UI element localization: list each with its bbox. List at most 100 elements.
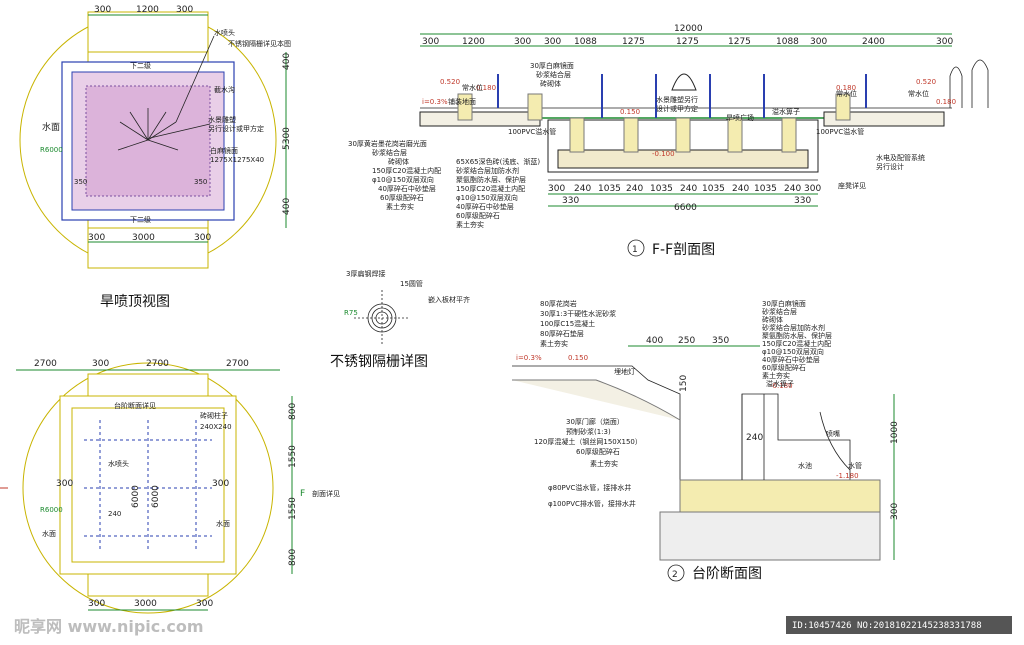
ff-lvl-6: 0.180 (936, 98, 956, 106)
ff-mid-0: 65X65深色砖(浅底、渐蓝) (456, 157, 540, 166)
step-nl-3: 80厚碎石垫层 (540, 329, 584, 338)
sculpture-icon (671, 73, 697, 91)
plan-dim-6000-a: 6000 (131, 485, 141, 508)
note-5: 另行设计或甲方定 (208, 124, 264, 133)
label-water: 水面 (42, 121, 60, 133)
ff-dim-t9: 300 (810, 37, 827, 47)
step-nm-0: 30厚门廊（烧面） (566, 417, 624, 426)
plan-label-column: 砖砌柱子 (200, 411, 228, 420)
note-2: 不锈钢隔栅详见本图 (228, 39, 291, 48)
step-nr-1: 砂浆结合层 (762, 307, 797, 316)
plan-label-section: 剖面详见 (312, 489, 340, 498)
step-nr-7: 40厚碎石中砂垫层 (762, 355, 820, 364)
ff-lvl-4: 0.180 (836, 84, 856, 92)
ff-mid-3: 150厚C20混凝土内配 (456, 184, 525, 193)
ff-left-0: 30厚黄岩墨花岗岩磨光面 (348, 139, 427, 148)
ff-top-1: 砂浆结合层 (536, 70, 571, 79)
plan-grid (84, 420, 212, 550)
plan-dim-300-l: 300 (56, 479, 73, 489)
dim-bottom-2: 3000 (132, 233, 155, 243)
step-lvl-1: -0.180 (770, 382, 793, 390)
ff-left-6: 60厚级配碎石 (380, 193, 424, 202)
step-nr-2: 砖砌体 (762, 315, 783, 324)
ff-lbl-2: 常水位 (908, 89, 929, 98)
step-lbl-3: 水池 (798, 461, 812, 470)
ff-lbl-1: 常水位 (836, 89, 857, 98)
ff-db3: 240 (626, 184, 643, 194)
top-view-top-band (87, 11, 209, 53)
ff-left-1: 砂浆结合层 (372, 148, 407, 157)
watermark: 昵享网 www.nipic.com (14, 617, 204, 636)
step-dim-t2: 350 (712, 336, 729, 346)
plan-dim-6000-b: 6000 (151, 485, 161, 508)
plan-label-step: 台阶断面详见 (114, 401, 156, 410)
ff-db1: 240 (574, 184, 591, 194)
dim-right-1: 400 (282, 53, 292, 70)
ff-lvl-2: 0.150 (620, 108, 640, 116)
ff-db0: 300 (548, 184, 565, 194)
dim-top-2: 1200 (136, 5, 159, 15)
ff-lbl-3: 溢水箅子 (772, 107, 800, 116)
ff-index-circle (627, 239, 645, 257)
plan-square-inner (71, 407, 225, 563)
ff-lvl-3: -0.100 (652, 150, 675, 158)
plan-label-radius: R6000 (40, 506, 63, 514)
step-dim-240: 240 (746, 433, 763, 443)
plan-dim-right-1: 800 (288, 403, 298, 420)
ff-lvl-0: 0.520 (440, 78, 460, 86)
grille-title: 不锈钢隔栅详图 (330, 354, 428, 370)
step-nr-8: 60厚级配碎石 (762, 363, 806, 372)
label-350-left: 350 (74, 178, 87, 186)
ff-left-7: 素土夯实 (386, 202, 414, 211)
step-dim-t0: 400 (646, 336, 663, 346)
step-index: 2 (672, 570, 678, 580)
ff-dim-t10: 2400 (862, 37, 885, 47)
ff-mid-1: 砂浆结合层加防水剂 (456, 166, 519, 175)
step-lbl-2: 喷嘴 (826, 429, 840, 438)
plan-label-water-left: 水面 (42, 529, 56, 538)
section-ff: 12000 300 1200 300 300 1088 1275 1275 12… (348, 24, 989, 258)
ff-dim-t6: 1275 (676, 37, 699, 47)
step-lbl-0: 埋地灯 (614, 367, 635, 376)
plan-view: 2700 300 2700 2700 800 1550 1550 800 600… (0, 359, 340, 614)
section-step: i=0.3% 0.150 -0.180 -1.180 400 250 350 1… (512, 299, 900, 582)
ff-lbl-10: 100PVC溢水管 (508, 127, 556, 136)
ff-lbl-11: 100PVC溢水管 (816, 127, 864, 136)
plan-label-water-right: 水面 (216, 519, 230, 528)
plan-label-240: 240 (108, 510, 121, 518)
label-radius: R6000 (40, 146, 63, 154)
ff-dim-t8: 1088 (776, 37, 799, 47)
ff-slope: i=0.3% (422, 98, 448, 106)
step-lvl-0: 0.150 (568, 354, 588, 362)
plan-dim-bottom-2: 3000 (134, 599, 157, 609)
label-down-bottom: 下二级 (130, 215, 151, 224)
step-lbl-1: 溢水箅子 (766, 379, 794, 388)
ff-mid-2: 聚氨酯防水层、保护层 (456, 175, 526, 184)
ff-total: 12000 (674, 24, 703, 34)
plan-label-column-size: 240X240 (200, 423, 232, 431)
step-lbl-4: 水管 (848, 461, 862, 470)
ff-db2-0: 330 (562, 196, 579, 206)
step-index-circle (667, 564, 685, 582)
plan-dim-top-3: 2700 (146, 359, 169, 369)
step-nl-2: 100厚C15混凝土 (540, 319, 595, 328)
step-nr-4: 聚氨酯防水层、保护层 (762, 331, 832, 340)
step-pipe-0: φ80PVC溢水管，接排水井 (548, 483, 631, 492)
step-nr-6: φ10@150双层双向 (762, 347, 824, 356)
step-nr-9: 素土夯实 (762, 371, 790, 380)
plan-dim-top-4: 2700 (226, 359, 249, 369)
ff-mid-4: φ10@150双层双向 (456, 193, 518, 202)
nozzle-icon (819, 411, 851, 471)
top-view-bottom-band (87, 227, 209, 269)
step-nm-2: 120厚混凝土（钢丝网150X150） (534, 437, 642, 446)
dim-bottom-1: 300 (88, 233, 105, 243)
ff-left-4: φ10@150双层双向 (372, 175, 434, 184)
ff-lbl-7: 水电及配管系统 (876, 153, 925, 162)
dim-bottom-3: 300 (194, 233, 211, 243)
label-350-right: 350 (194, 178, 207, 186)
ff-db8: 1035 (754, 184, 777, 194)
ff-lvl-1: 0.180 (476, 84, 496, 92)
ff-db4: 1035 (650, 184, 673, 194)
ff-mid-6: 60厚级配碎石 (456, 211, 500, 220)
